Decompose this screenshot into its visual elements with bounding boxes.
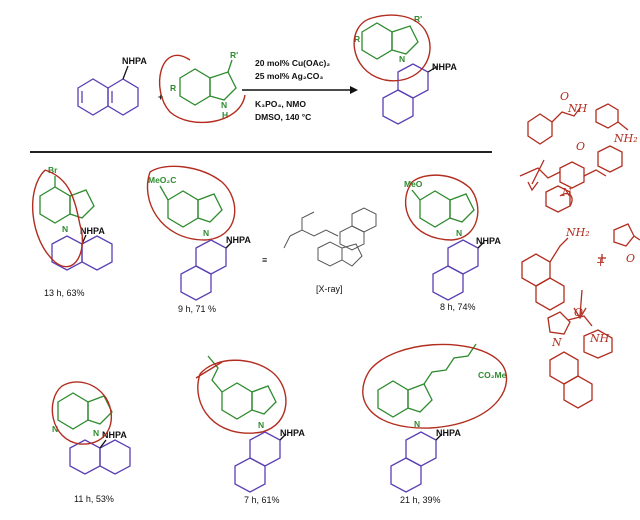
product-6-n: N (414, 419, 420, 429)
product-4-n: N (93, 428, 99, 438)
indole-r-label: R (170, 83, 176, 93)
product-naphthalene (382, 63, 439, 125)
condition-line-1: 20 mol% Cu(OAc)₂ (255, 58, 330, 68)
product-card-2: MeO₂C N NHPA 9 h, 71 % (146, 165, 251, 314)
product-1-yield: 13 h, 63% (44, 288, 85, 298)
condition-line-3: K₃PO₄, NMO (255, 99, 306, 109)
product-2-indole (159, 185, 223, 228)
product-r2-label: R' (414, 14, 422, 24)
product-2-nhpa: NHPA (226, 235, 251, 245)
note-top-o: O (560, 90, 569, 103)
product-4-ink-circle (51, 381, 113, 445)
product-indole (361, 22, 419, 60)
product-n-label: N (399, 54, 405, 64)
naphthylamine-reactant (77, 65, 139, 116)
note-mid-plus: + (596, 256, 605, 269)
product-5-ink-stroke (195, 361, 223, 379)
plus-sign: + (158, 92, 163, 102)
note-top-nh2: NH₂ (613, 132, 638, 145)
product-6-naphthalene (390, 431, 443, 493)
note-mid-nh2: NH₂ (565, 226, 590, 239)
scheme-row: NHPA + R R' N H 20 mol% Cu(OAc)₂ 25 mol%… (77, 14, 457, 125)
product-r-label: R (354, 34, 360, 44)
product-4-azaindole (57, 392, 113, 430)
product-3-substituent: MeO (404, 179, 423, 189)
equivalent-symbol: ≡ (262, 255, 267, 265)
product-3-ink-circle (404, 174, 479, 241)
note-mid-n: N (561, 186, 572, 199)
note-bottom-nh: NH (589, 332, 610, 345)
product-ink-circle (353, 14, 431, 82)
indole-reactant (179, 59, 237, 106)
product-4-yield: 11 h, 53% (74, 494, 114, 504)
product-card-5: N NHPA 7 h, 61% (195, 355, 305, 505)
product-4-ring-n: N (52, 424, 58, 434)
product-card-6: CO₂Me N NHPA 21 h, 39% (362, 343, 508, 505)
product-6-indole (377, 343, 477, 418)
product-2-yield: 9 h, 71 % (178, 304, 216, 314)
product-1-ink-circle (32, 169, 84, 268)
note-mid-o: O (626, 252, 635, 265)
reactant-nhpa-label: NHPA (122, 56, 147, 66)
note-top-o2: O (576, 140, 585, 153)
product-4-naphthalene (69, 439, 131, 475)
xray-label: [X-ray] (316, 284, 343, 294)
product-5-n: N (258, 420, 264, 430)
note-bottom-o: O (574, 306, 583, 319)
product-6-nhpa: NHPA (436, 428, 461, 438)
product-card-3: MeO N NHPA 8 h, 74% (404, 174, 501, 312)
indole-n-label: N (221, 100, 227, 110)
product-5-ink-circle (197, 359, 287, 434)
product-5-nhpa: NHPA (280, 428, 305, 438)
note-bottom-n: N (551, 336, 562, 349)
product-5-naphthalene (234, 431, 287, 493)
product-nhpa-label: NHPA (432, 62, 457, 72)
product-6-substituent: CO₂Me (478, 370, 507, 380)
product-2-ink-circle (146, 165, 236, 241)
product-3-nhpa: NHPA (476, 236, 501, 246)
product-2-substituent: MeO₂C (148, 175, 176, 185)
indole-r2-label: R' (230, 50, 238, 60)
condition-line-2: 25 mol% Ag₂CO₃ (255, 71, 323, 81)
product-1-n: N (62, 224, 68, 234)
product-6-ink-circle (362, 343, 508, 429)
handwritten-notes (519, 103, 640, 409)
indole-ink-circle (158, 54, 246, 124)
product-3-yield: 8 h, 74% (440, 302, 476, 312)
product-4-nhpa: NHPA (102, 430, 127, 440)
product-card-1: Br N NHPA 13 h, 63% (32, 165, 113, 298)
product-1-nhpa: NHPA (80, 226, 105, 236)
product-2-naphthalene (180, 239, 233, 301)
xray-structure (283, 207, 377, 267)
product-card-4: N N NHPA 11 h, 53% (51, 381, 131, 504)
product-3-n: N (456, 228, 462, 238)
indole-h-label: H (222, 110, 228, 120)
product-6-yield: 21 h, 39% (400, 495, 441, 505)
product-1-substituent: Br (48, 165, 58, 175)
reaction-arrowhead (350, 86, 358, 94)
product-1-indole (39, 176, 95, 224)
product-3-naphthalene (432, 239, 485, 301)
product-3-indole (411, 189, 475, 228)
condition-line-4: DMSO, 140 °C (255, 112, 311, 122)
product-5-yield: 7 h, 61% (244, 495, 280, 505)
product-2-n: N (203, 228, 209, 238)
product-5-indole (207, 355, 277, 420)
note-top-nh: NH (567, 102, 588, 115)
